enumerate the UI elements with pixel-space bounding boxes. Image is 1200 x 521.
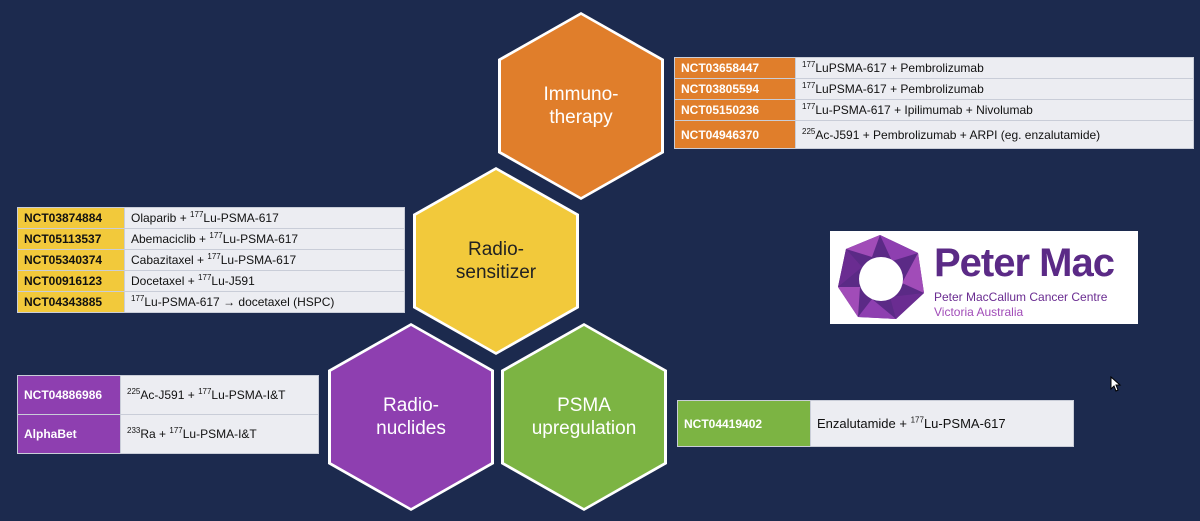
peter-mac-logo: Peter Mac Peter MacCallum Cancer Centre …: [830, 231, 1138, 324]
trial-id: NCT04886986: [17, 375, 121, 415]
trial-id: NCT03658447: [674, 57, 796, 79]
hex-radionuclides: Radio- nuclides: [331, 326, 491, 508]
hex-immunotherapy-label: Immuno- therapy: [543, 84, 619, 128]
hex-psma-upregulation: PSMA upregulation: [504, 326, 664, 508]
table-row: NCT04886986 225Ac-J591 + 177Lu-PSMA-I&T: [17, 375, 319, 415]
table-row: NCT03874884 Olaparib + 177Lu-PSMA-617: [17, 207, 405, 229]
logo-subtitle: Peter MacCallum Cancer Centre: [934, 290, 1108, 304]
table-row: NCT05113537 Abemaciclib + 177Lu-PSMA-617: [17, 228, 405, 250]
trial-id: NCT04419402: [677, 400, 811, 447]
trial-description: 177Lu-PSMA-617 → docetaxel (HSPC): [124, 291, 405, 313]
hex-radiosensitizer: Radio- sensitizer: [416, 170, 576, 352]
immunotherapy-trials-table: NCT03658447 177LuPSMA-617 + Pembrolizuma…: [674, 57, 1194, 149]
trial-description: Docetaxel + 177Lu-J591: [124, 270, 405, 292]
trial-description: 225Ac-J591 + 177Lu-PSMA-I&T: [120, 375, 319, 415]
peter-mac-logo-icon: [838, 235, 924, 319]
table-row: NCT05340374 Cabazitaxel + 177Lu-PSMA-617: [17, 249, 405, 271]
trial-description: 225Ac-J591 + Pembrolizumab + ARPI (eg. e…: [795, 120, 1194, 149]
table-row: NCT00916123 Docetaxel + 177Lu-J591: [17, 270, 405, 292]
trial-description: 233Ra + 177Lu-PSMA-I&T: [120, 414, 319, 454]
radiosensitizer-trials-table: NCT03874884 Olaparib + 177Lu-PSMA-617 NC…: [17, 207, 405, 313]
logo-brand-text: Peter Mac: [934, 241, 1115, 285]
trial-description: 177Lu-PSMA-617 + Ipilimumab + Nivolumab: [795, 99, 1194, 121]
trial-id: NCT05340374: [17, 249, 125, 271]
table-row: NCT03805594 177LuPSMA-617 + Pembrolizuma…: [674, 78, 1194, 100]
table-row: NCT03658447 177LuPSMA-617 + Pembrolizuma…: [674, 57, 1194, 79]
hex-immunotherapy: Immuno- therapy: [501, 15, 661, 197]
table-row: NCT04419402 Enzalutamide + 177Lu-PSMA-61…: [677, 400, 1074, 447]
table-row: AlphaBet 233Ra + 177Lu-PSMA-I&T: [17, 414, 319, 454]
psma-trials-table: NCT04419402 Enzalutamide + 177Lu-PSMA-61…: [677, 400, 1074, 447]
trial-description: Enzalutamide + 177Lu-PSMA-617: [810, 400, 1074, 447]
table-row: NCT04946370 225Ac-J591 + Pembrolizumab +…: [674, 120, 1194, 149]
trial-description: 177LuPSMA-617 + Pembrolizumab: [795, 78, 1194, 100]
table-row: NCT04343885 177Lu-PSMA-617 → docetaxel (…: [17, 291, 405, 313]
trial-description: Abemaciclib + 177Lu-PSMA-617: [124, 228, 405, 250]
trial-description: Cabazitaxel + 177Lu-PSMA-617: [124, 249, 405, 271]
trial-id: NCT03874884: [17, 207, 125, 229]
hex-radiosensitizer-label: Radio- sensitizer: [455, 239, 537, 283]
trial-id: NCT04946370: [674, 120, 796, 149]
hex-psma-upregulation-label: PSMA upregulation: [531, 395, 637, 439]
logo-location: Victoria Australia: [934, 305, 1024, 319]
trial-id: NCT04343885: [17, 291, 125, 313]
trial-description: Olaparib + 177Lu-PSMA-617: [124, 207, 405, 229]
trial-id: AlphaBet: [17, 414, 121, 454]
trial-id: NCT03805594: [674, 78, 796, 100]
trial-id: NCT00916123: [17, 270, 125, 292]
trial-description: 177LuPSMA-617 + Pembrolizumab: [795, 57, 1194, 79]
radionuclide-trials-table: NCT04886986 225Ac-J591 + 177Lu-PSMA-I&T …: [17, 375, 319, 454]
mouse-pointer-icon: [1110, 376, 1122, 392]
trial-id: NCT05150236: [674, 99, 796, 121]
table-row: NCT05150236 177Lu-PSMA-617 + Ipilimumab …: [674, 99, 1194, 121]
trial-id: NCT05113537: [17, 228, 125, 250]
hex-radionuclides-label: Radio- nuclides: [376, 395, 446, 439]
